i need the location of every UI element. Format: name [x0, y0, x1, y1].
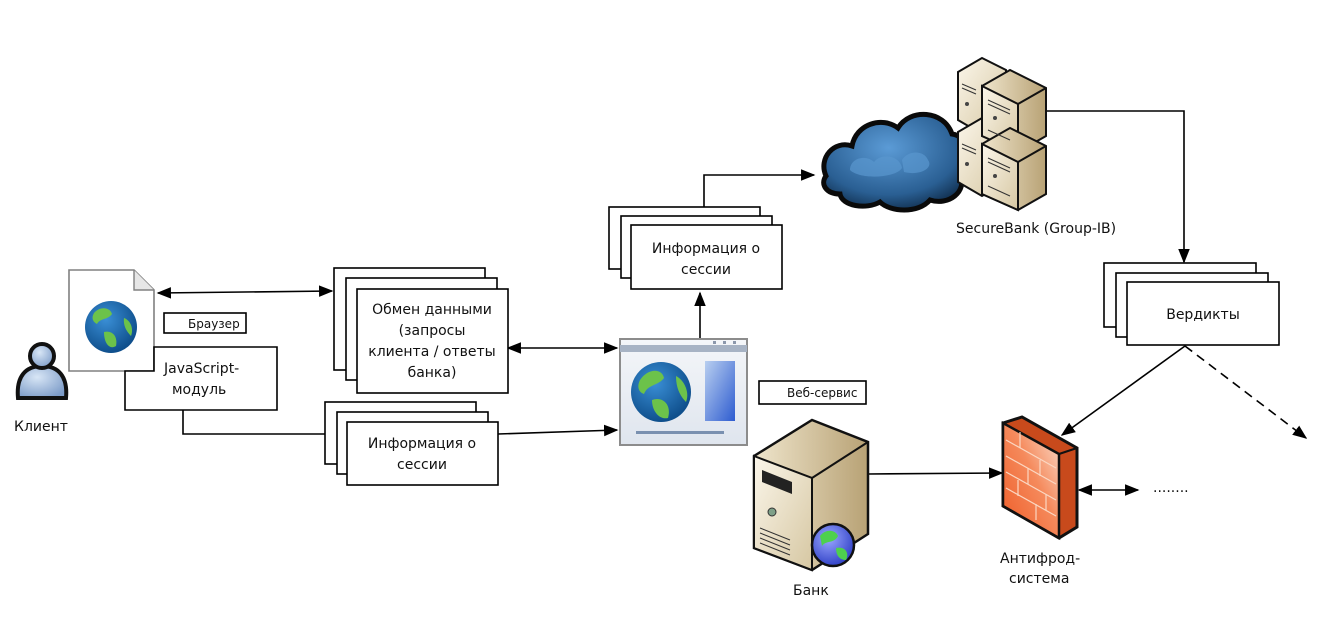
- svg-text:сессии: сессии: [397, 457, 447, 473]
- svg-text:JavaScript-: JavaScript-: [163, 361, 239, 377]
- bank-node[interactable]: Банк: [752, 418, 870, 599]
- globe-icon: [85, 301, 137, 353]
- verdicts-stack[interactable]: Вердикты: [1103, 262, 1280, 346]
- js-module-box[interactable]: JavaScript- модуль: [124, 346, 278, 411]
- web-service-tag: Веб-сервис: [758, 380, 867, 405]
- session-info-top-stack[interactable]: Информация о сессии: [608, 206, 783, 290]
- arrow-securebank-verdicts: [1045, 110, 1190, 264]
- svg-text:сессии: сессии: [681, 262, 731, 278]
- svg-text:Информация о: Информация о: [652, 241, 760, 257]
- server-cluster-icon[interactable]: SecureBank (Group-IB): [956, 56, 1116, 237]
- arrow-doc-exchange: [156, 285, 334, 299]
- browser-window-icon[interactable]: [619, 338, 748, 446]
- connectors: ........: [156, 110, 1308, 496]
- browser-document[interactable]: [68, 269, 155, 372]
- bank-label: Банк: [793, 583, 829, 599]
- arrow-verdicts-antifraud: [1060, 345, 1186, 436]
- data-exchange-stack[interactable]: Обмен данными (запросы клиента / ответы …: [333, 267, 509, 394]
- firewall-icon: [1001, 415, 1079, 541]
- svg-text:Веб-сервис: Веб-сервис: [787, 386, 857, 400]
- antifraud-label-line1: Антифрод-: [1000, 551, 1080, 567]
- arrow-session-cloud: [703, 169, 816, 207]
- svg-text:модуль: модуль: [172, 382, 226, 398]
- arrow-verdicts-dashed: [1184, 345, 1308, 439]
- session-info-bottom-stack[interactable]: Информация о сессии: [324, 401, 499, 486]
- antifraud-label-line2: система: [1009, 571, 1069, 587]
- user-icon: [15, 342, 69, 400]
- browser-tag: Браузер: [163, 312, 247, 334]
- client-label: Клиент: [14, 419, 68, 435]
- svg-text:Браузер: Браузер: [188, 317, 240, 331]
- web-server-icon: [752, 418, 870, 572]
- svg-text:Обмен данными: Обмен данными: [372, 302, 492, 318]
- antifraud-node[interactable]: Антифрод- система: [1000, 415, 1080, 587]
- svg-text:(запросы: (запросы: [399, 323, 466, 339]
- svg-text:банка): банка): [408, 365, 457, 381]
- client-node[interactable]: Клиент: [14, 342, 69, 435]
- svg-text:Информация о: Информация о: [368, 436, 476, 452]
- continuation-dots: ........: [1153, 480, 1189, 496]
- svg-text:клиента / ответы: клиента / ответы: [368, 344, 495, 360]
- cloud-icon: [821, 112, 971, 213]
- securebank-label: SecureBank (Group-IB): [956, 221, 1116, 237]
- line-js-to-session: [182, 410, 325, 435]
- arrow-bank-antifraud: [867, 467, 1004, 479]
- svg-text:Вердикты: Вердикты: [1166, 307, 1240, 323]
- arrow-session-webapp: [497, 424, 619, 437]
